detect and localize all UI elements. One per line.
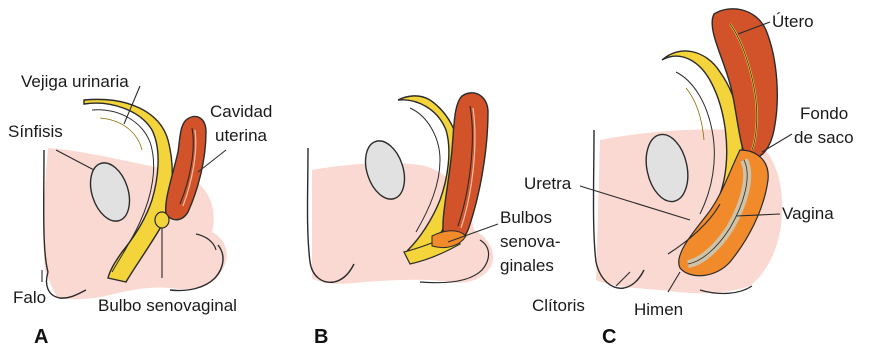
label-himen: Himen (634, 300, 683, 320)
panel-a-drawing (42, 86, 227, 299)
panel-a-bulb (155, 212, 169, 228)
panel-letter-b: B (314, 326, 328, 349)
label-bulbos-3: ginales (500, 256, 554, 276)
panel-b-uterus (443, 93, 488, 243)
label-cavidad-uterina-2: uterina (215, 126, 267, 146)
label-bulbos-1: Bulbos (500, 208, 552, 228)
panel-letter-a: A (34, 326, 48, 349)
panel-letter-c: C (602, 326, 616, 349)
panel-c-drawing (580, 9, 792, 294)
label-bulbos-2: senova- (500, 232, 560, 252)
label-falo: Falo (13, 288, 46, 308)
label-sinfisis: Sínfisis (8, 122, 63, 142)
label-fondo-de-saco-1: Fondo (800, 104, 848, 124)
label-cavidad-uterina-1: Cavidad (210, 102, 272, 122)
label-vagina: Vagina (782, 204, 834, 224)
label-utero: Útero (772, 12, 814, 32)
label-vejiga-urinaria: Vejiga urinaria (21, 72, 129, 92)
label-fondo-de-saco-2: de saco (794, 128, 854, 148)
label-uretra: Uretra (524, 174, 571, 194)
panel-b-drawing (308, 93, 499, 284)
label-bulbo-senovaginal: Bulbo senovaginal (98, 296, 237, 316)
label-clitoris: Clítoris (532, 296, 585, 316)
